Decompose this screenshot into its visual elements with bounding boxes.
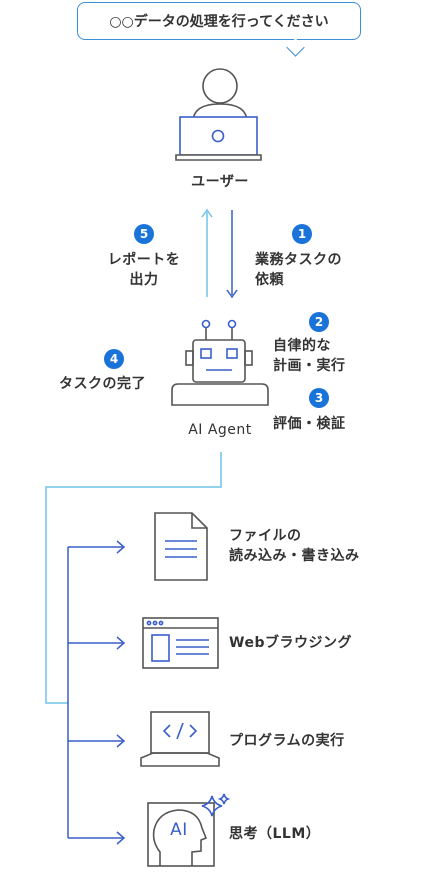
step-2-label: 自律的な 計画・実行 bbox=[273, 338, 346, 374]
document-icon bbox=[154, 512, 208, 581]
step-4-badge: 4 bbox=[104, 349, 124, 369]
browser-icon bbox=[142, 617, 219, 669]
user-icon bbox=[175, 68, 262, 161]
ai-head-text: AI bbox=[170, 820, 188, 840]
step-5-badge: 5 bbox=[134, 224, 154, 244]
ai-head-icon bbox=[147, 793, 231, 867]
request-bubble: ○○データの処理を行ってください bbox=[77, 2, 361, 57]
tool-web-label: Webブラウジング bbox=[229, 635, 352, 651]
tool-llm-label: 思考（LLM） bbox=[229, 826, 321, 842]
step-1-label: 業務タスクの 依頼 bbox=[255, 252, 342, 288]
step-3-label: 評価・検証 bbox=[273, 416, 346, 432]
tool-connectors bbox=[45, 452, 222, 845]
exchange-arrows bbox=[201, 208, 238, 299]
step-5-label: レポートを 出力 bbox=[107, 252, 181, 288]
step-3-badge: 3 bbox=[309, 388, 329, 408]
step-2-badge: 2 bbox=[309, 312, 329, 332]
user-label: ユーザー bbox=[191, 174, 249, 190]
agent-label: AI Agent bbox=[188, 422, 252, 438]
tool-program-label: プログラムの実行 bbox=[229, 733, 345, 749]
request-text: ○○データの処理を行ってください bbox=[109, 14, 329, 30]
step-1-badge: 1 bbox=[292, 224, 312, 244]
robot-icon bbox=[171, 319, 269, 406]
step-4-label: タスクの完了 bbox=[59, 376, 146, 392]
tool-file-label: ファイルの 読み込み・書き込み bbox=[229, 528, 360, 564]
laptop-code-icon bbox=[140, 711, 220, 767]
